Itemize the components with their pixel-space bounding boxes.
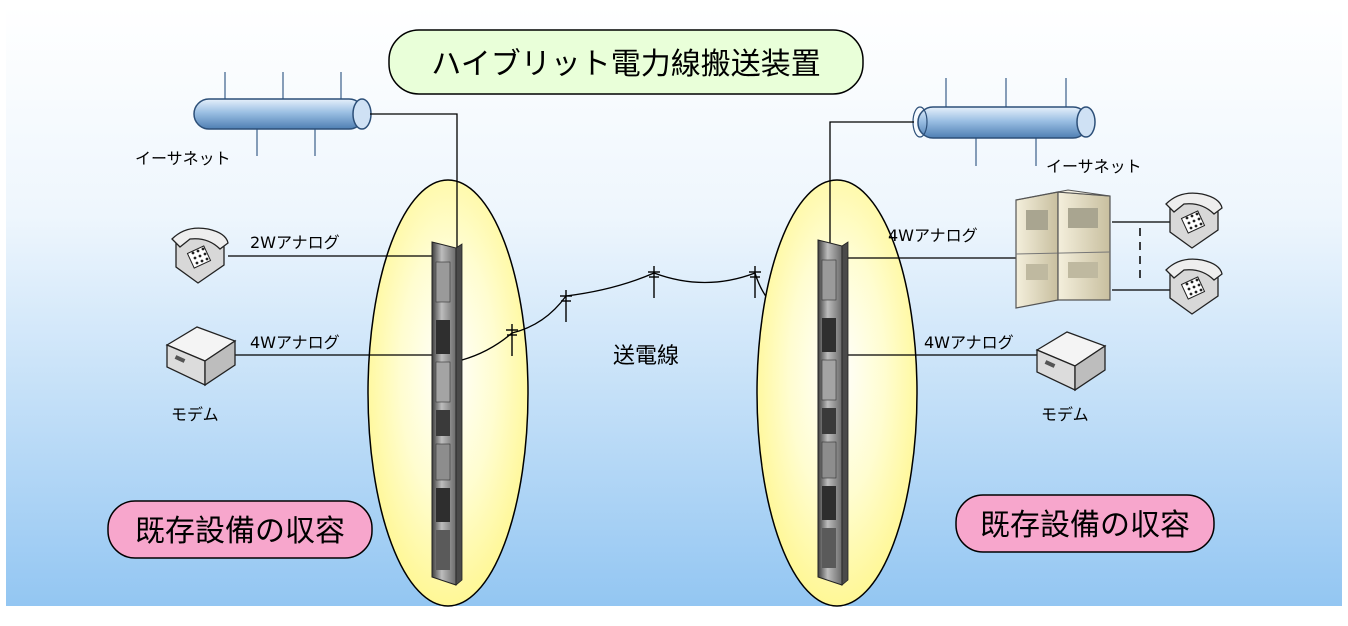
right-badge-text: 既存設備の収容 [980,508,1190,543]
title-box: ハイブリット電力線搬送装置 [388,29,864,95]
pbx-cabinet-icon [1015,189,1111,309]
right-4w-top-label: 4Wアナログ [888,226,978,245]
page-title: ハイブリット電力線搬送装置 [431,47,820,82]
left-ethernet-bus-icon [193,72,372,156]
left-badge-text: 既存設備の収容 [135,514,345,549]
transmission-line-label: 送電線 [613,344,679,369]
left-4w-label: 4Wアナログ [250,333,340,352]
right-modem-icon [1035,331,1107,392]
left-modem-icon [165,326,237,387]
right-ethernet-bus-icon [912,78,1096,166]
right-telephone-icon-top [1165,192,1223,249]
left-ethernet-link [370,113,458,254]
right-telephone-icon-bottom [1165,258,1223,315]
right-plc-equipment-rack-icon [817,239,849,586]
right-ethernet-label: イーサネット [1046,157,1142,176]
left-telephone-icon [171,227,229,284]
transmission-pole-icon [506,266,761,356]
right-ethernet-link [829,121,914,254]
left-2w-label: 2Wアナログ [250,233,340,252]
left-modem-label: モデム [171,405,219,424]
left-plc-equipment-rack-icon [431,241,463,586]
right-modem-label: モデム [1041,405,1089,424]
right-4w-bottom-label: 4Wアナログ [924,333,1014,352]
left-ethernet-label: イーサネット [135,149,231,168]
right-badge: 既存設備の収容 [955,494,1215,553]
left-badge: 既存設備の収容 [107,500,373,559]
